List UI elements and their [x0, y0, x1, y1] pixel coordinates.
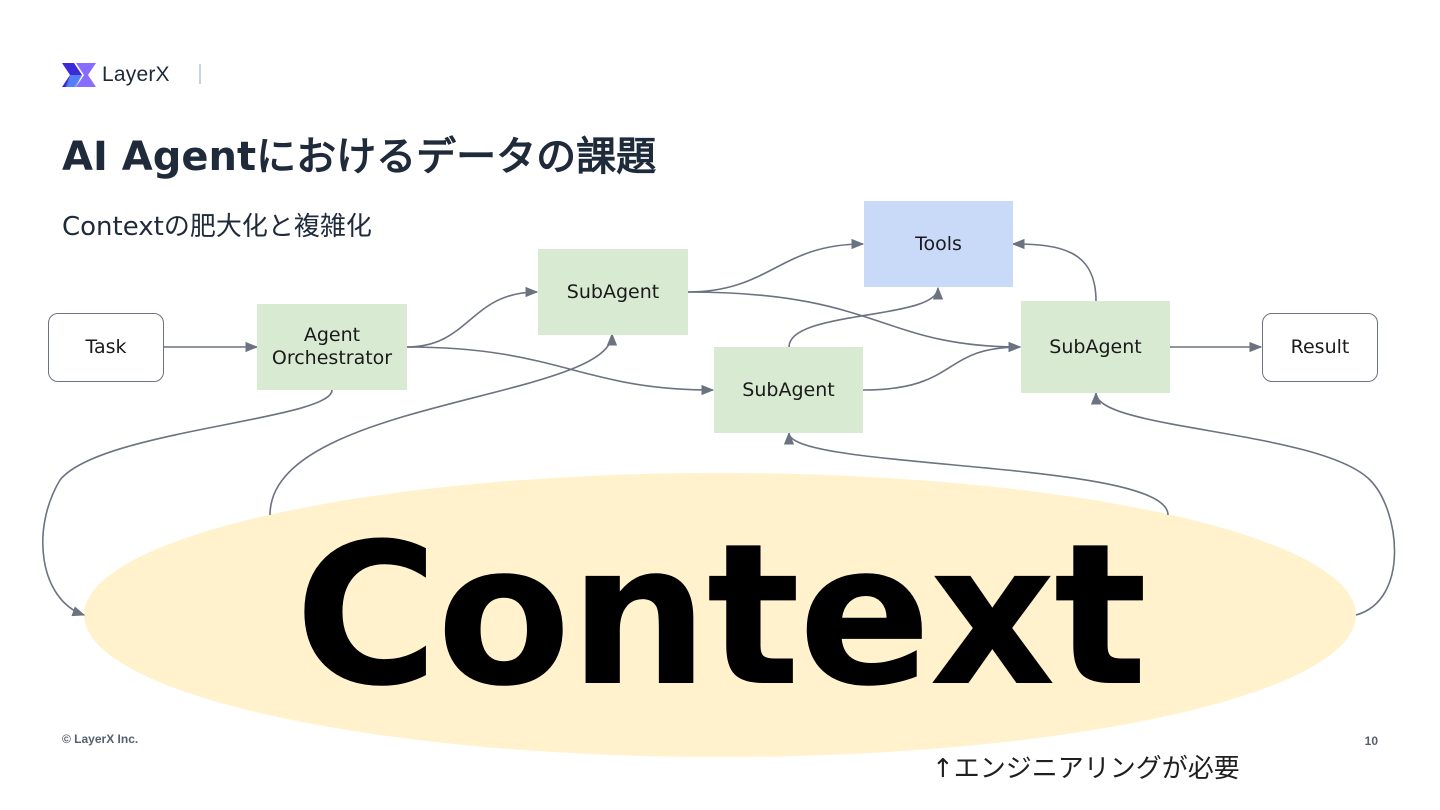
layerx-logo-icon	[62, 63, 96, 87]
edge-subagent-top-tools	[687, 238, 865, 293]
edge-orchestrator-subagent-top	[406, 286, 539, 348]
context-label: Context	[294, 502, 1148, 730]
edge-context-subagent-middle	[783, 431, 1169, 516]
context-ellipse	[84, 473, 1356, 757]
task-node: Task	[48, 313, 164, 382]
edge-subagent-middle-subagent-right	[862, 341, 1022, 391]
subagent-middle-node: SubAgent	[714, 347, 863, 433]
page-title: AI Agentにおけるデータの課題	[62, 134, 657, 180]
subagent-right-node: SubAgent	[1021, 301, 1170, 393]
tools-node: Tools	[864, 201, 1013, 287]
edge-context-subagent-right	[1090, 391, 1396, 616]
footer-copyright: © LayerX Inc.	[62, 732, 139, 746]
brand-logo: LayerX	[62, 60, 170, 90]
page-number: 10	[1364, 734, 1378, 748]
engineering-note: ↑エンジニアリングが必要	[932, 754, 1240, 784]
subagent-top-node: SubAgent	[538, 249, 688, 335]
result-node: Result	[1262, 313, 1378, 382]
page-subtitle: Contextの肥大化と複雑化	[62, 212, 372, 242]
edge-context-subagent-top	[269, 332, 618, 516]
edge-subagent-top-subagent-right	[687, 291, 1022, 353]
edge-subagent-middle-tools	[788, 286, 944, 348]
logo-divider	[199, 64, 201, 84]
edge-orchestrator-subagent-middle	[406, 346, 715, 396]
orchestrator-node: Agent Orchestrator	[257, 304, 407, 390]
brand-name: LayerX	[102, 63, 170, 86]
edge-orchestrator-context	[42, 389, 333, 617]
edge-subagent-right-tools	[1011, 238, 1097, 302]
